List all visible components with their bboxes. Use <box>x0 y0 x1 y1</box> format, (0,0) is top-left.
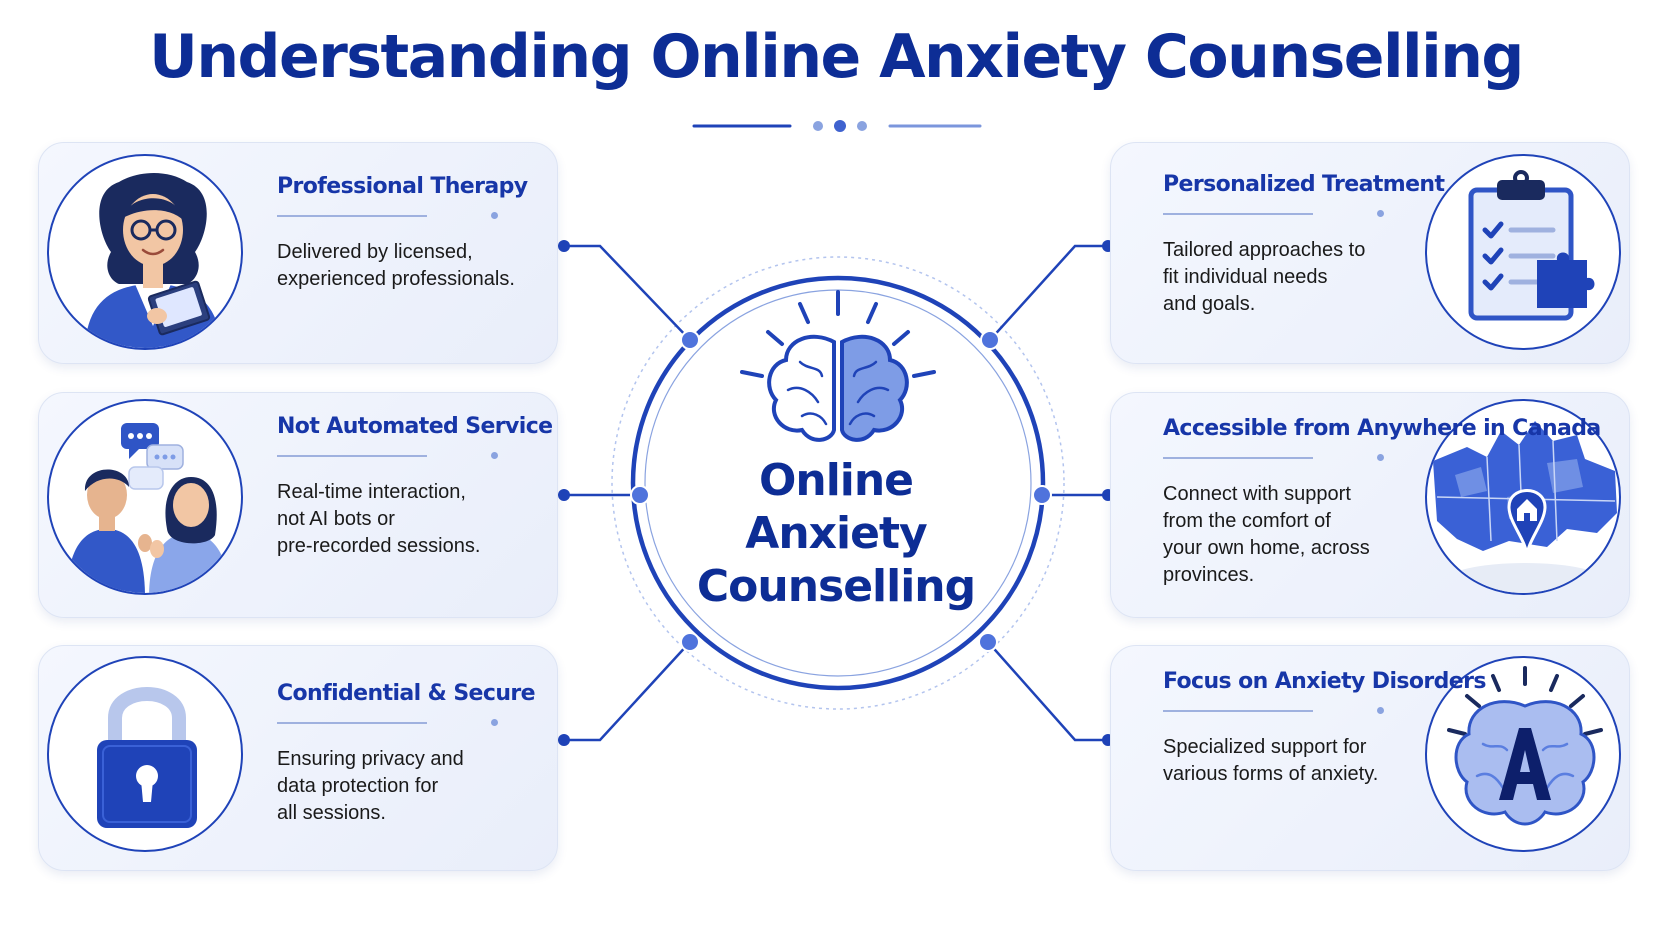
card-title: Professional Therapy <box>277 174 528 199</box>
card-divider <box>277 718 498 728</box>
icon-circle <box>47 399 243 595</box>
card-description: Real-time interaction, not AI bots or pr… <box>277 481 481 557</box>
card-confidential-secure: Confidential & Secure Ensuring privacy a… <box>38 645 558 871</box>
page-title: Understanding Online Anxiety Counselling <box>149 22 1524 92</box>
card-personalized-treatment: Personalized Treatment Tailored approach… <box>1110 142 1630 364</box>
icon-circle <box>1425 154 1621 350</box>
title-divider <box>692 120 982 132</box>
card-divider <box>277 211 498 221</box>
hub-title: Online Anxiety Counselling <box>696 455 976 612</box>
icon-circle <box>1425 656 1621 852</box>
brain-icon <box>740 290 936 442</box>
card-title: Not Automated Service <box>277 414 553 439</box>
card-title: Focus on Anxiety Disorders <box>1163 669 1486 694</box>
card-title: Confidential & Secure <box>277 681 536 706</box>
card-divider <box>1163 209 1384 219</box>
card-description: Specialized support for various forms of… <box>1163 736 1379 785</box>
card-description: Delivered by licensed, experienced profe… <box>277 241 515 290</box>
brain-letter-icon <box>1447 666 1603 826</box>
card-professional-therapy: Professional Therapy Delivered by licens… <box>38 142 558 364</box>
canada-map-icon <box>1433 421 1617 593</box>
card-not-automated-service: Not Automated Service Real-time interact… <box>38 392 558 618</box>
icon-circle <box>1425 399 1621 595</box>
card-title: Accessible from Anywhere in Canada <box>1163 416 1601 441</box>
therapist-icon <box>85 173 221 348</box>
icon-circle <box>47 154 243 350</box>
conversation-icon <box>67 423 229 593</box>
card-description: Connect with support from the comfort of… <box>1163 483 1370 586</box>
card-divider <box>1163 453 1384 463</box>
card-focus-anxiety: Focus on Anxiety Disorders Specialized s… <box>1110 645 1630 871</box>
card-accessible-canada: Accessible from Anywhere in Canada Conne… <box>1110 392 1630 618</box>
icon-circle <box>47 656 243 852</box>
padlock-icon <box>97 687 197 828</box>
card-divider <box>1163 706 1384 716</box>
card-description: Tailored approaches to fit individual ne… <box>1163 239 1366 315</box>
clipboard-puzzle-icon <box>1468 170 1595 321</box>
card-divider <box>277 451 498 461</box>
card-description: Ensuring privacy and data protection for… <box>277 748 464 824</box>
card-title: Personalized Treatment <box>1163 172 1445 197</box>
